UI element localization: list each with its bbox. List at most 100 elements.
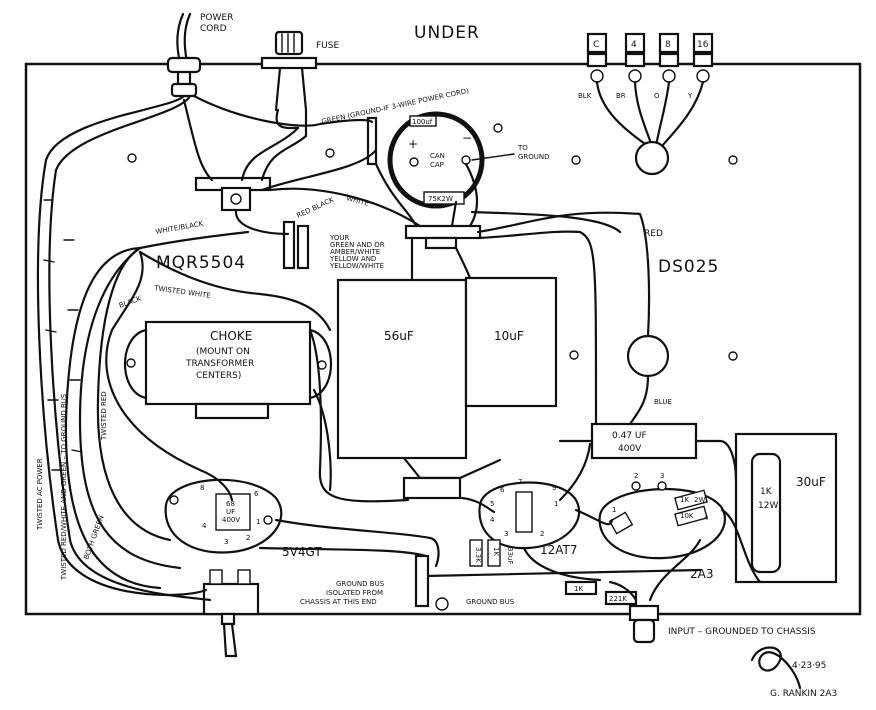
res-2a3-2w: 2W <box>694 496 705 504</box>
to-ground-label-2: GROUND <box>518 153 550 161</box>
cap-68uf-2: UF <box>226 508 235 516</box>
coupling-capacitor <box>558 422 722 460</box>
output-transformer-label: DS025 <box>658 257 719 277</box>
res-2a3-1k: 1K <box>680 496 689 504</box>
resistor-75k-label: 75K2W <box>428 195 453 203</box>
pin-5v4-6: 6 <box>254 490 259 498</box>
view-label: UNDER <box>414 23 480 43</box>
wire-o: O <box>654 92 660 100</box>
cap-56uf-label: 56uF <box>384 329 414 343</box>
transformer-label: MQR5504 <box>156 253 246 273</box>
filter-capacitors <box>336 276 558 460</box>
choke-label-4: CENTERS) <box>196 371 241 381</box>
date-label: 4·23·95 <box>792 661 826 671</box>
pin-12at7-5: 5 <box>490 500 494 508</box>
choke-label-1: CHOKE <box>210 329 252 343</box>
pin-5v4-4: 4 <box>202 522 207 530</box>
wire-grommet <box>626 334 670 378</box>
twisted-white-label: TWISTED WHITE <box>153 284 212 300</box>
power-cord-label-2: CORD <box>200 24 227 34</box>
ground-bus-note-3: CHASSIS AT THIS END <box>300 598 377 606</box>
fuse-holder <box>260 30 318 138</box>
resistor-221k-label: 221K <box>609 595 627 603</box>
pin-5v4-3: 3 <box>224 538 228 546</box>
tube-socket-12at7 <box>478 481 581 550</box>
resistor-1k-12w-label-1: 1K <box>760 487 773 497</box>
wire-blk: BLK <box>578 92 592 100</box>
pin-12at7-4: 4 <box>490 516 495 524</box>
tap-4: 4 <box>631 40 637 50</box>
choke-label-2: (MOUNT ON <box>196 347 250 357</box>
red-wire-label: RED <box>644 229 663 239</box>
yellow-note-1: YOUR <box>329 234 350 242</box>
tap-16: 16 <box>697 40 709 50</box>
blue-wire-label: BLUE <box>654 398 672 406</box>
cap-100uf-label: 100uf <box>412 118 433 126</box>
to-ground-leader <box>471 153 515 161</box>
cap-047-label-2: 400V <box>618 444 642 454</box>
yellow-note-2: GREEN AND OR <box>330 241 385 249</box>
input-note: INPUT – GROUNDED TO CHASSIS <box>668 627 816 637</box>
red-black-label: RED BLACK <box>295 196 335 220</box>
chassis-outline <box>24 62 862 616</box>
power-switch <box>202 569 260 658</box>
can-capacitor <box>387 111 485 209</box>
input-jack <box>628 604 660 644</box>
pin-12at7-2: 2 <box>540 530 544 538</box>
yellow-note-5: YELLOW/WHITE <box>329 262 384 270</box>
ground-bus <box>414 539 702 611</box>
cathode-capacitor <box>734 432 838 584</box>
ground-bus-note-1: GROUND BUS <box>336 580 385 588</box>
author-label: G. RANKIN 2A3 <box>770 689 837 699</box>
to-ground-label-1: TO <box>517 144 528 152</box>
pin-12at7-6: 6 <box>500 486 505 494</box>
power-cord <box>166 12 202 98</box>
cap-68uf-3: 400V <box>222 516 240 524</box>
pin-2a3-1: 1 <box>612 506 616 514</box>
mounting-holes <box>126 123 738 370</box>
twisted-red-label: TWISTED RED <box>100 391 108 441</box>
cap-30uf-label: 30uF <box>796 475 826 489</box>
cap-terminal-strip <box>366 116 482 250</box>
can-plus: + <box>408 137 418 151</box>
pin-2a3-3: 3 <box>660 472 664 480</box>
pin-12at7-9: 9 <box>552 484 556 492</box>
wire-y: Y <box>687 92 693 100</box>
pin-5v4-8: 8 <box>200 484 204 492</box>
pin-2a3-4: 4 <box>704 514 709 522</box>
can-cap-label-2: CAP <box>430 161 444 169</box>
can-cap-label-1: CAN <box>430 152 445 160</box>
ground-bus-note-2: ISOLATED FROM <box>326 589 383 597</box>
resistor-1k-12w-label-2: 12W <box>758 501 778 511</box>
tube-socket-2a3 <box>598 481 726 560</box>
pin-2a3-2: 2 <box>634 472 638 480</box>
fuse-label: FUSE <box>316 41 339 51</box>
yellow-note-4: YELLOW AND <box>329 255 376 263</box>
pin-5v4-1: 1 <box>256 518 260 526</box>
pin-5v4-2: 2 <box>246 534 250 542</box>
choke <box>124 320 332 420</box>
cap-68uf-1: 68 <box>226 500 235 508</box>
twisted-red-white-label: TWISTED RED/WHITE AND GREEN – TO GROUND … <box>60 393 68 581</box>
wire-br: BR <box>616 92 626 100</box>
yellow-note-3: AMBER/WHITE <box>330 248 380 256</box>
cap-047-label-1: 0.47 UF <box>612 431 647 441</box>
cap-12at7-33uf: 33uF <box>506 547 514 564</box>
tap-c: C <box>593 40 599 50</box>
power-transformer-terminals <box>194 176 310 270</box>
twisted-ac-power-label: TWISTED AC POWER <box>36 458 44 531</box>
pin-12at7-1: 1 <box>554 500 558 508</box>
tube-12at7-label: 12AT7 <box>540 543 578 557</box>
tap-8: 8 <box>665 40 671 50</box>
speaker-terminals <box>586 32 714 176</box>
choke-label-3: TRANSFORMER <box>185 359 254 369</box>
pin-12at7-7: 7 <box>518 478 522 486</box>
can-minus: − <box>462 131 472 145</box>
res-12at7-33k: 3.3K <box>474 547 482 563</box>
tube-5v4gt-label: 5V4GT <box>282 545 322 559</box>
res-12at7-1k: 1K <box>492 547 500 556</box>
resistor-1k-label: 1K <box>574 585 583 593</box>
wiring-harness <box>36 94 762 602</box>
white-black-label: WHITE/BLACK <box>155 220 204 236</box>
